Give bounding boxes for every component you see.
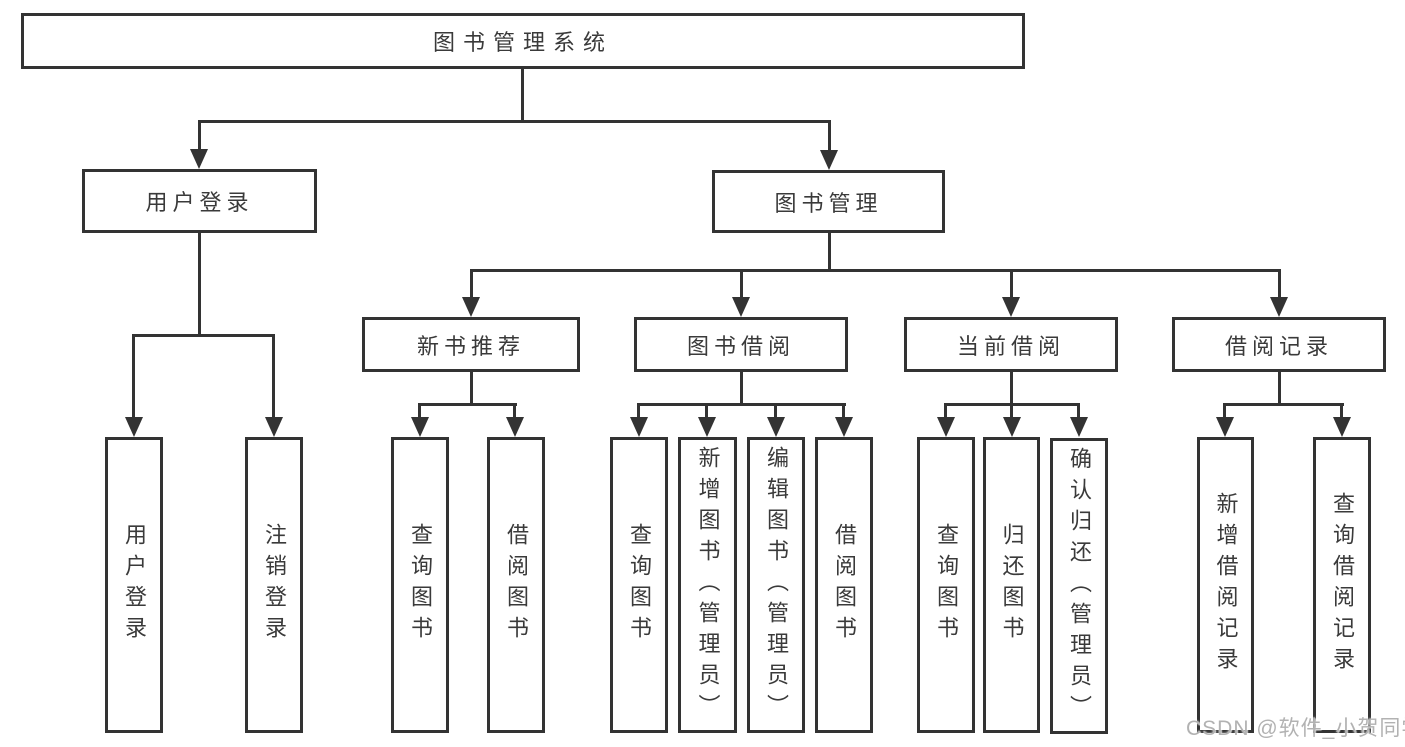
leaf-logout-label: 注销登录 <box>262 523 287 647</box>
connector <box>705 403 708 420</box>
node-current-borrow-label: 当前借阅 <box>956 333 1065 359</box>
leaf-nbr-query-books-label: 查询图书 <box>408 523 433 647</box>
connector <box>272 334 275 421</box>
arrow-down-icon <box>506 417 524 437</box>
connector <box>132 334 135 421</box>
connector <box>637 403 640 420</box>
arrow-down-icon <box>835 417 853 437</box>
arrow-down-icon <box>1002 297 1020 317</box>
node-book-borrow-label: 图书借阅 <box>686 333 795 359</box>
arrow-down-icon <box>1333 417 1351 437</box>
leaf-cb-query-books-label: 查询图书 <box>934 523 959 647</box>
node-book-borrow: 图书借阅 <box>634 317 848 372</box>
leaf-bb-edit-books-admin-label: 编辑图书（管理员） <box>764 445 789 725</box>
arrow-down-icon <box>411 417 429 437</box>
arrow-down-icon <box>1270 297 1288 317</box>
leaf-bb-borrow-books-label: 借阅图书 <box>832 523 857 647</box>
connector <box>1010 269 1013 300</box>
connector <box>1010 372 1013 406</box>
leaf-br-add-record-label: 新增借阅记录 <box>1213 492 1239 678</box>
connector <box>198 120 201 153</box>
leaf-cb-confirm-return-admin-label: 确认归还（管理员） <box>1067 446 1092 726</box>
connector <box>132 334 275 337</box>
node-current-borrow: 当前借阅 <box>904 317 1118 372</box>
connector <box>1010 403 1013 420</box>
node-book-mgmt-label: 图书管理 <box>774 190 883 216</box>
node-borrow-records: 借阅记录 <box>1172 317 1386 372</box>
arrow-down-icon <box>462 297 480 317</box>
leaf-bb-add-books-admin-label: 新增图书（管理员） <box>695 445 721 725</box>
connector <box>198 120 831 123</box>
leaf-cb-query-books: 查询图书 <box>917 437 975 733</box>
arrow-down-icon <box>698 417 716 437</box>
connector <box>1340 403 1343 420</box>
arrow-down-icon <box>820 150 838 170</box>
leaf-bb-query-books-label: 查询图书 <box>627 523 652 647</box>
node-user-login: 用户登录 <box>82 169 317 233</box>
arrow-down-icon <box>265 417 283 437</box>
connector <box>740 269 743 300</box>
leaf-bb-edit-books-admin: 编辑图书（管理员） <box>747 437 805 733</box>
leaf-bb-add-books-admin: 新增图书（管理员） <box>678 437 737 733</box>
connector <box>470 372 473 406</box>
node-new-book-recommend: 新书推荐 <box>362 317 580 372</box>
connector <box>828 233 831 272</box>
leaf-br-add-record: 新增借阅记录 <box>1197 437 1254 733</box>
node-root-label: 图书管理系统 <box>432 30 613 55</box>
arrow-down-icon <box>767 417 785 437</box>
connector <box>1278 269 1281 300</box>
leaf-cb-confirm-return-admin: 确认归还（管理员） <box>1050 438 1108 734</box>
leaf-br-query-record-label: 查询借阅记录 <box>1330 492 1355 678</box>
node-root: 图书管理系统 <box>21 13 1025 69</box>
arrow-down-icon <box>1216 417 1234 437</box>
connector <box>418 403 421 420</box>
connector <box>1278 372 1281 406</box>
connector <box>418 403 517 406</box>
connector <box>740 372 743 406</box>
connector <box>828 120 831 154</box>
leaf-nbr-borrow-books-label: 借阅图书 <box>504 523 529 647</box>
leaf-bb-query-books: 查询图书 <box>610 437 668 733</box>
connector <box>470 269 473 300</box>
leaf-bb-borrow-books: 借阅图书 <box>815 437 873 733</box>
leaf-nbr-query-books: 查询图书 <box>391 437 449 733</box>
leaf-br-query-record: 查询借阅记录 <box>1313 437 1371 733</box>
arrow-down-icon <box>937 417 955 437</box>
connector <box>1077 403 1080 420</box>
node-book-mgmt: 图书管理 <box>712 170 945 233</box>
node-user-login-label: 用户登录 <box>145 190 254 215</box>
connector <box>944 403 947 420</box>
node-new-book-recommend-label: 新书推荐 <box>416 333 525 359</box>
connector <box>521 69 524 123</box>
connector <box>470 269 1281 272</box>
connector <box>198 233 201 337</box>
arrow-down-icon <box>630 417 648 437</box>
node-borrow-records-label: 借阅记录 <box>1224 333 1333 359</box>
connector <box>1223 403 1344 406</box>
connector <box>842 403 845 420</box>
arrow-down-icon <box>732 297 750 317</box>
leaf-logout: 注销登录 <box>245 437 303 733</box>
leaf-cb-return-books: 归还图书 <box>983 437 1040 733</box>
watermark: CSDN @软件_小贺同学 <box>1186 717 1405 740</box>
leaf-user-login-label: 用户登录 <box>122 523 147 647</box>
leaf-cb-return-books-label: 归还图书 <box>999 523 1025 647</box>
connector <box>1223 403 1226 420</box>
arrow-down-icon <box>125 417 143 437</box>
arrow-down-icon <box>1003 417 1021 437</box>
leaf-user-login: 用户登录 <box>105 437 163 733</box>
connector <box>637 403 846 406</box>
leaf-nbr-borrow-books: 借阅图书 <box>487 437 545 733</box>
connector <box>513 403 516 420</box>
arrow-down-icon <box>190 149 208 169</box>
connector <box>774 403 777 420</box>
arrow-down-icon <box>1070 417 1088 437</box>
